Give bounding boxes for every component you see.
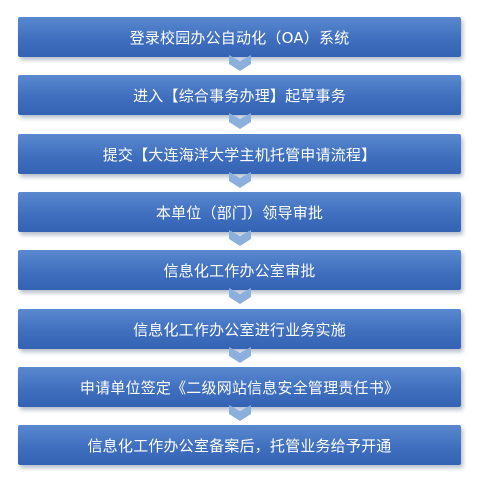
flow-step-5: 信息化工作办公室审批: [18, 250, 461, 290]
down-arrow-icon: [229, 113, 251, 129]
flow-step-3: 提交【大连海洋大学主机托管申请流程】: [18, 134, 461, 174]
down-arrow-icon: [229, 172, 251, 188]
flow-step-4: 本单位（部门）领导审批: [18, 192, 461, 232]
down-arrow-icon: [229, 55, 251, 71]
flow-step-8: 信息化工作办公室备案后，托管业务给予开通: [18, 425, 461, 465]
flow-step-2: 进入【综合事务办理】起草事务: [18, 75, 461, 115]
flow-step-1: 登录校园办公自动化（OA）系统: [18, 17, 461, 57]
down-arrow-icon: [229, 347, 251, 363]
down-arrow-icon: [229, 230, 251, 246]
down-arrow-icon: [229, 405, 251, 421]
down-arrow-icon: [229, 288, 251, 304]
flow-step-7: 申请单位签定《二级网站信息安全管理责任书》: [18, 367, 461, 407]
flow-step-6: 信息化工作办公室进行业务实施: [18, 309, 461, 349]
